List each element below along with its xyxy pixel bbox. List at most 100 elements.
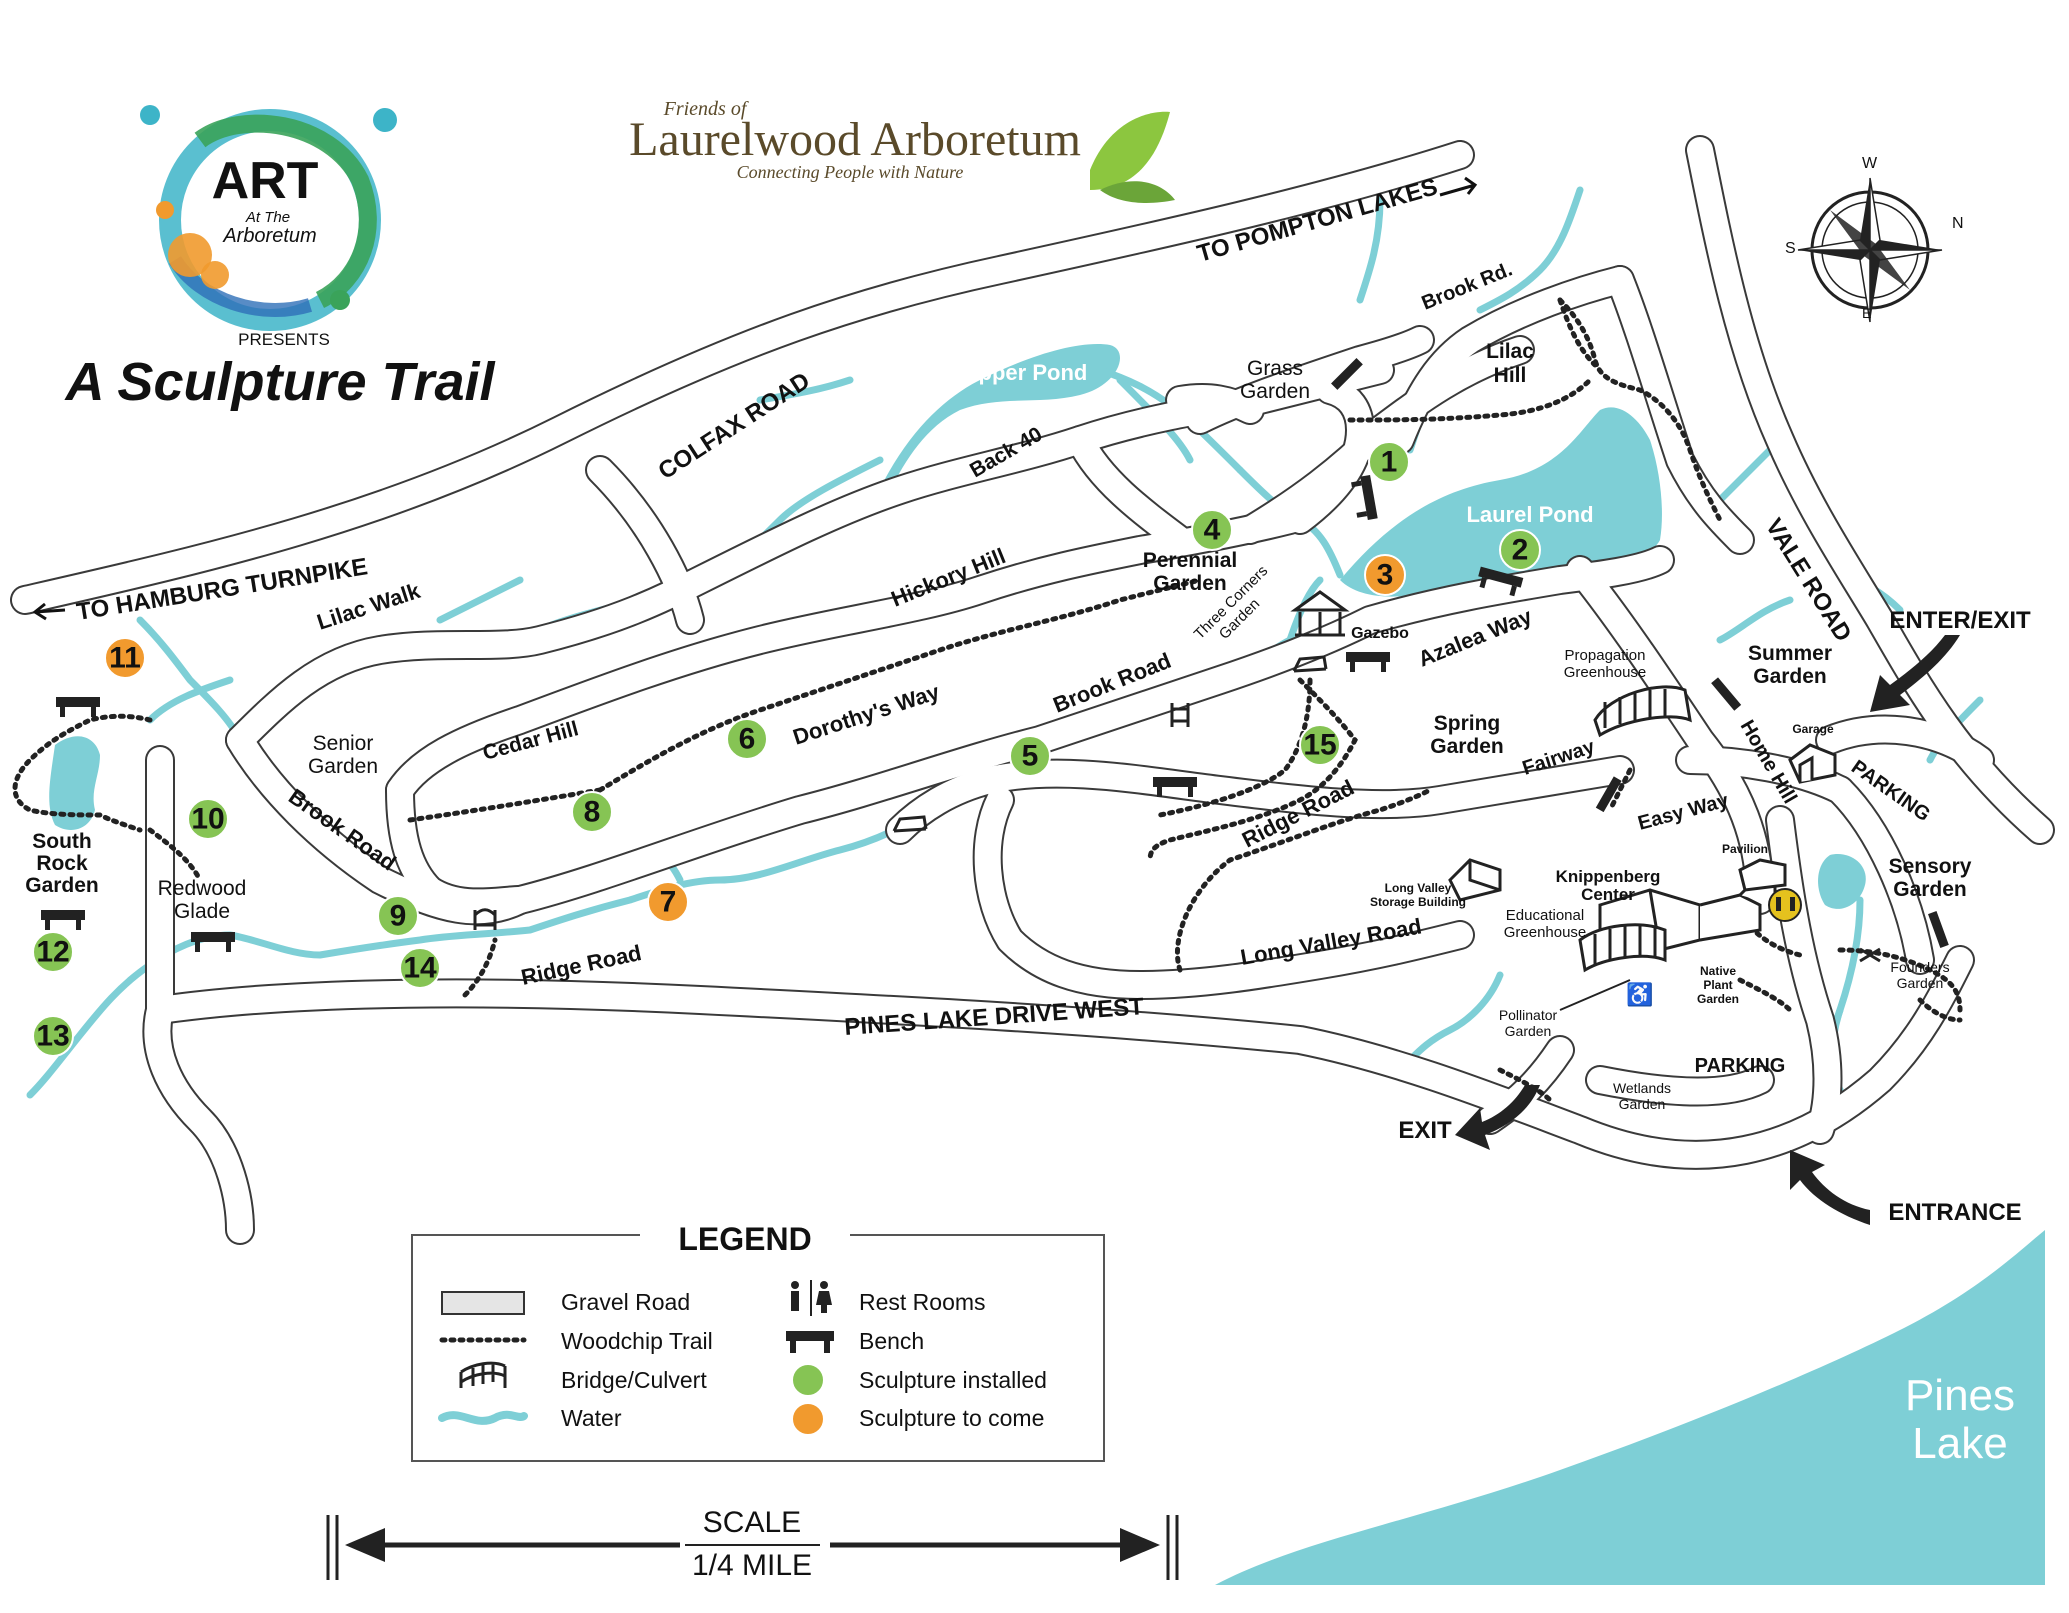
sculpture-marker-7: 7 xyxy=(647,881,689,923)
laurel-pond-label: Laurel Pond xyxy=(1466,502,1593,527)
summer-garden-label-1: Summer xyxy=(1748,642,1832,665)
legend-rest-rooms: Rest Rooms xyxy=(859,1289,986,1315)
pollinator-label-2: Garden xyxy=(1505,1023,1552,1039)
sculpture-marker-number: 15 xyxy=(1303,729,1336,762)
bench-icon xyxy=(1331,358,1363,390)
accessibility-icon: ♿ xyxy=(1626,982,1653,1007)
sensory-pond xyxy=(1818,854,1866,909)
trail-title: A Sculpture Trail xyxy=(63,352,495,412)
pointer-line xyxy=(1559,979,1631,1011)
bridge-icon xyxy=(1170,703,1190,727)
gazebo-label: Gazebo xyxy=(1351,625,1409,642)
south-rock-label-3: Garden xyxy=(25,874,99,897)
bench-icon xyxy=(786,1331,834,1353)
sculpture-marker-number: 11 xyxy=(109,642,141,675)
presents-label: PRESENTS xyxy=(238,330,330,349)
sculpture-marker-12: 12 xyxy=(32,931,74,973)
senior-garden-label-1: Senior xyxy=(313,732,374,755)
upper-pond xyxy=(870,344,1120,510)
arrow-left-icon xyxy=(345,1528,385,1562)
pollinator-label-1: Pollinator xyxy=(1499,1007,1558,1023)
propagation-label-2: Greenhouse xyxy=(1564,664,1647,681)
sculpture-marker-circle xyxy=(571,791,613,833)
bridge-icon xyxy=(473,908,497,930)
spring-garden-label-2: Garden xyxy=(1430,735,1504,758)
bench-icon xyxy=(1351,474,1378,521)
restroom-icon xyxy=(791,1280,832,1316)
spring-garden-label-1: Spring xyxy=(1434,712,1501,735)
sculpture-marker-number: 14 xyxy=(403,952,437,985)
leaf-icon xyxy=(1100,181,1175,203)
sculpture-marker-5: 5 xyxy=(1009,735,1051,777)
bench-icon xyxy=(56,697,100,717)
sculpture-marker-circle xyxy=(1009,735,1051,777)
sculpture-marker-4: 4 xyxy=(1191,509,1233,551)
sculpture-marker-15: 15 xyxy=(1299,724,1341,766)
gravel-road-swatch xyxy=(441,1291,525,1315)
sculpture-marker-number: 9 xyxy=(390,900,407,933)
legend-bench: Bench xyxy=(859,1328,924,1354)
sculpture-marker-circle xyxy=(32,1015,74,1057)
water-features xyxy=(49,344,2045,1585)
perennial-garden-label-1: Perennial xyxy=(1143,549,1238,572)
arboretum-name: Laurelwood Arboretum xyxy=(629,113,1081,166)
sculpture-marker-circle xyxy=(1299,724,1341,766)
founders-garden-label-2: Garden xyxy=(1897,975,1944,991)
bridge-icon xyxy=(1292,655,1328,673)
sensory-garden-label-1: Sensory xyxy=(1889,855,1972,878)
native-plant-label-1: Native xyxy=(1700,964,1736,978)
sculpture-marker-1: 1 xyxy=(1368,441,1410,483)
compass-e: E xyxy=(1862,305,1871,321)
educational-label-1: Educational xyxy=(1506,907,1584,924)
sculpture-marker-circle xyxy=(1191,509,1233,551)
enter-exit-label: ENTER/EXIT xyxy=(1889,607,2031,634)
grass-garden-label-2: Garden xyxy=(1240,380,1310,403)
sculpture-marker-circle xyxy=(399,947,441,989)
compass-w: W xyxy=(1862,155,1878,172)
sculpture-marker-circle xyxy=(377,895,419,937)
legend-gravel-road: Gravel Road xyxy=(561,1289,690,1315)
bench-icon xyxy=(1928,911,1949,948)
sculpture-marker-number: 13 xyxy=(36,1020,69,1053)
perennial-garden-label-2: Garden xyxy=(1153,572,1227,595)
bridge-icon xyxy=(459,1361,507,1388)
native-plant-label-3: Garden xyxy=(1697,992,1739,1006)
garage-icon xyxy=(1788,743,1837,784)
pavilion-label: Pavilion xyxy=(1722,842,1768,856)
laurelwood-logo: Friends of Laurelwood Arboretum Connecti… xyxy=(629,98,1175,203)
south-rock-pond xyxy=(49,736,100,830)
sculpture-marker-circle xyxy=(32,931,74,973)
educational-greenhouse-icon xyxy=(1578,923,1667,973)
bench-icon xyxy=(1711,677,1742,711)
sculpture-marker-number: 7 xyxy=(660,886,677,919)
legend-to-come: Sculpture to come xyxy=(859,1405,1044,1431)
arrow-left-icon xyxy=(32,602,66,621)
sculpture-marker-number: 4 xyxy=(1204,514,1221,547)
scale-bar: SCALE 1/4 MILE xyxy=(326,1506,1179,1582)
sculpture-marker-circle xyxy=(1364,554,1406,596)
sculpture-marker-9: 9 xyxy=(377,895,419,937)
compass-s: S xyxy=(1785,240,1796,257)
educational-label-2: Greenhouse xyxy=(1504,924,1587,941)
lilac-hill-label-2: Hill xyxy=(1494,364,1527,387)
compass-n: N xyxy=(1952,215,1964,232)
bridge-icon xyxy=(1859,947,1881,963)
pines-lake-label-1: Pines xyxy=(1905,1371,2015,1420)
legend-water: Water xyxy=(561,1405,622,1431)
bench-icon xyxy=(191,932,235,952)
legend-woodchip-trail: Woodchip Trail xyxy=(561,1328,713,1354)
art-logo-word: ART xyxy=(212,152,319,210)
pines-lake xyxy=(1215,1230,2045,1585)
upper-pond-label: Upper Pond xyxy=(963,360,1088,385)
south-rock-label-1: South xyxy=(32,830,91,853)
scale-distance: 1/4 MILE xyxy=(692,1549,812,1582)
sculpture-marker-circle xyxy=(647,881,689,923)
legend: LEGEND Gravel Road Woodchip Trail Bridge… xyxy=(411,1218,1105,1462)
friends-of-label: Friends of xyxy=(663,98,749,120)
sensory-garden-label-2: Garden xyxy=(1893,878,1967,901)
sculpture-marker-14: 14 xyxy=(399,947,441,989)
bridge-icon xyxy=(892,815,928,833)
bench-icon xyxy=(1346,652,1390,672)
